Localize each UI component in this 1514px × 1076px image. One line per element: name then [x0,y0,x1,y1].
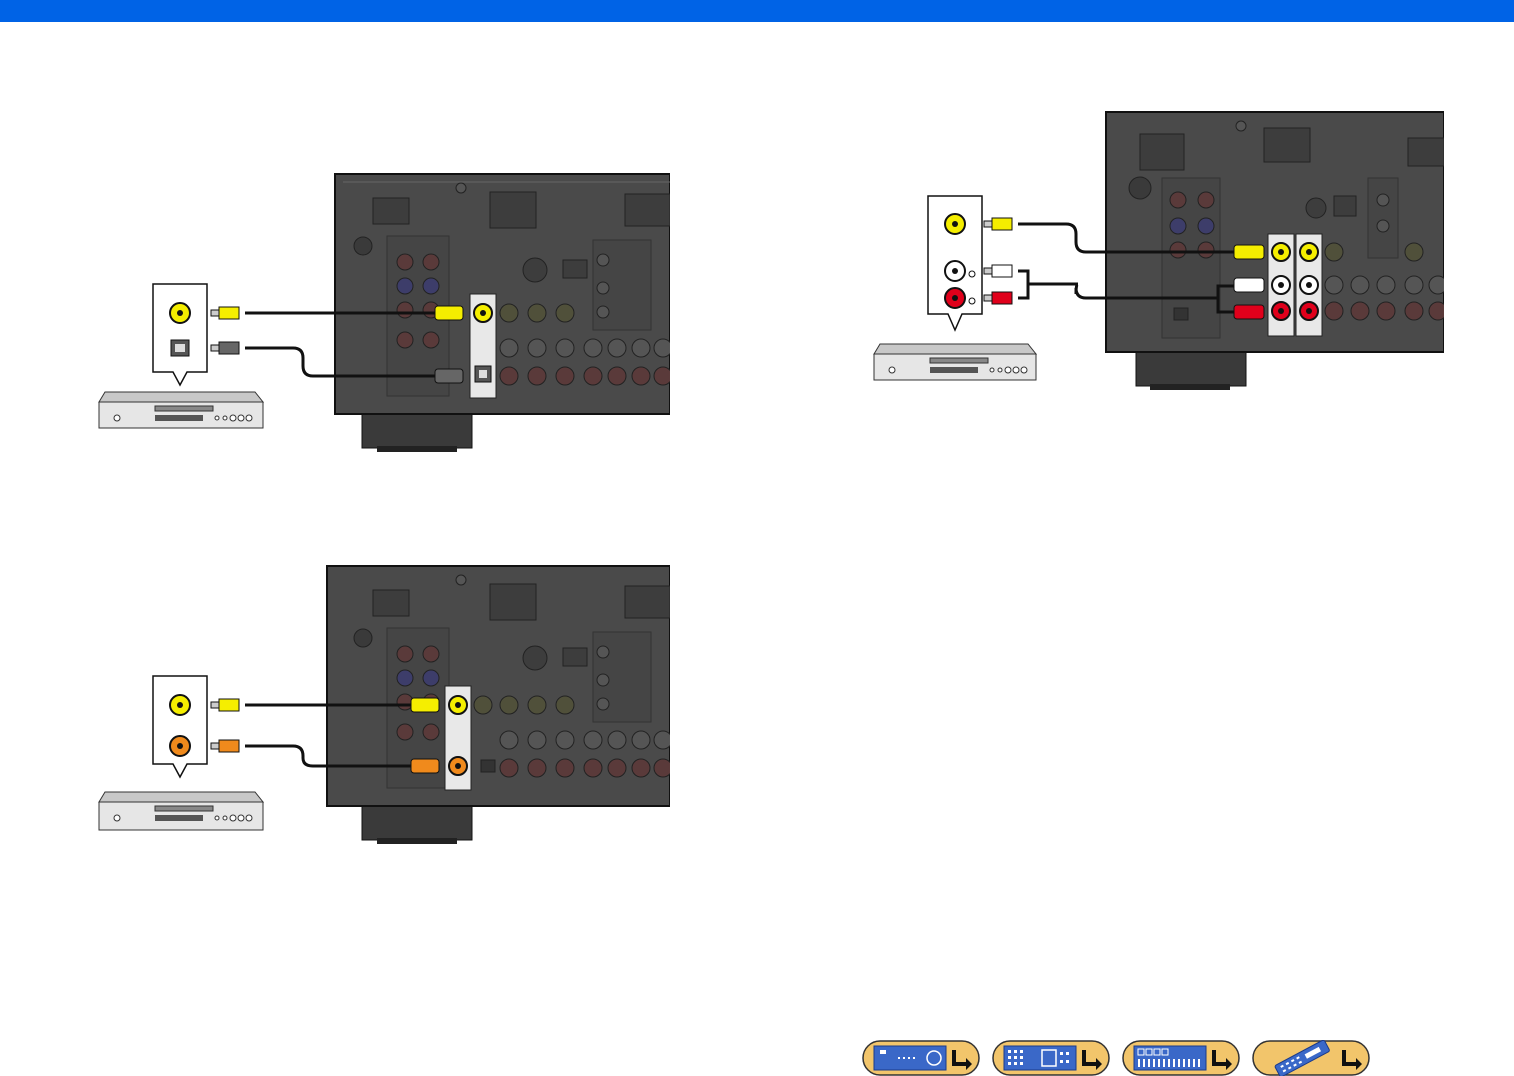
receiver-foot [362,412,472,448]
source-player-device [874,344,1036,380]
receiver-rear-panel [335,174,670,414]
front-display-icon [1004,1046,1076,1070]
source-jack-callout [928,196,982,330]
source-jack-callout [153,284,207,385]
remote-control-nav-button[interactable] [1252,1040,1370,1076]
receiver-front-icon [874,1046,946,1070]
header-bar [0,0,1514,22]
connection-diagram-video-analog-audio [868,108,1444,398]
source-jack-callout [153,676,207,777]
receiver-rear-panel [327,566,670,806]
connection-diagram-video-coaxial [95,562,670,852]
source-player-device [99,392,263,428]
receiver-rear-panel [1106,112,1444,352]
source-player-device [99,792,263,830]
rear-panel-nav-button[interactable] [1122,1040,1240,1076]
connection-diagram-video-optical [95,170,670,460]
receiver-foot [1136,348,1246,386]
front-panel-nav-button[interactable] [862,1040,980,1076]
receiver-rear-icon [1134,1046,1206,1070]
receiver-foot [362,804,472,840]
display-nav-button[interactable] [992,1040,1110,1076]
